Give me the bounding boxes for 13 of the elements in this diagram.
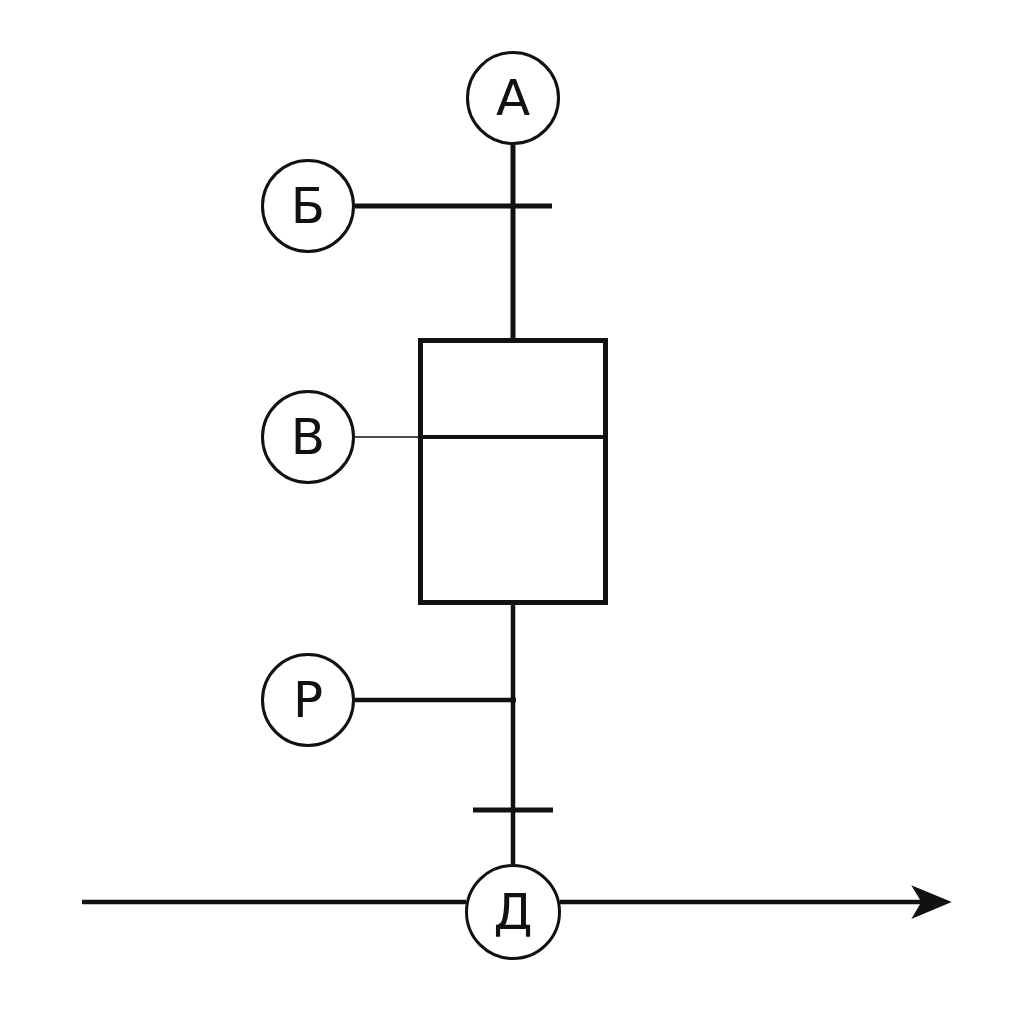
rectangular-block [418,338,608,605]
callout-letter: А [495,73,531,123]
callout-letter: Б [290,181,326,231]
leader-line [354,436,419,438]
callout-letter: В [290,412,326,462]
connecting-line [510,605,516,864]
axis-line [82,899,467,905]
connecting-line [510,145,516,338]
callout-letter: Р [292,675,324,725]
callout-letter: Д [493,887,533,937]
leader-line [355,203,552,209]
leader-line [355,697,516,703]
arrow [559,885,952,919]
